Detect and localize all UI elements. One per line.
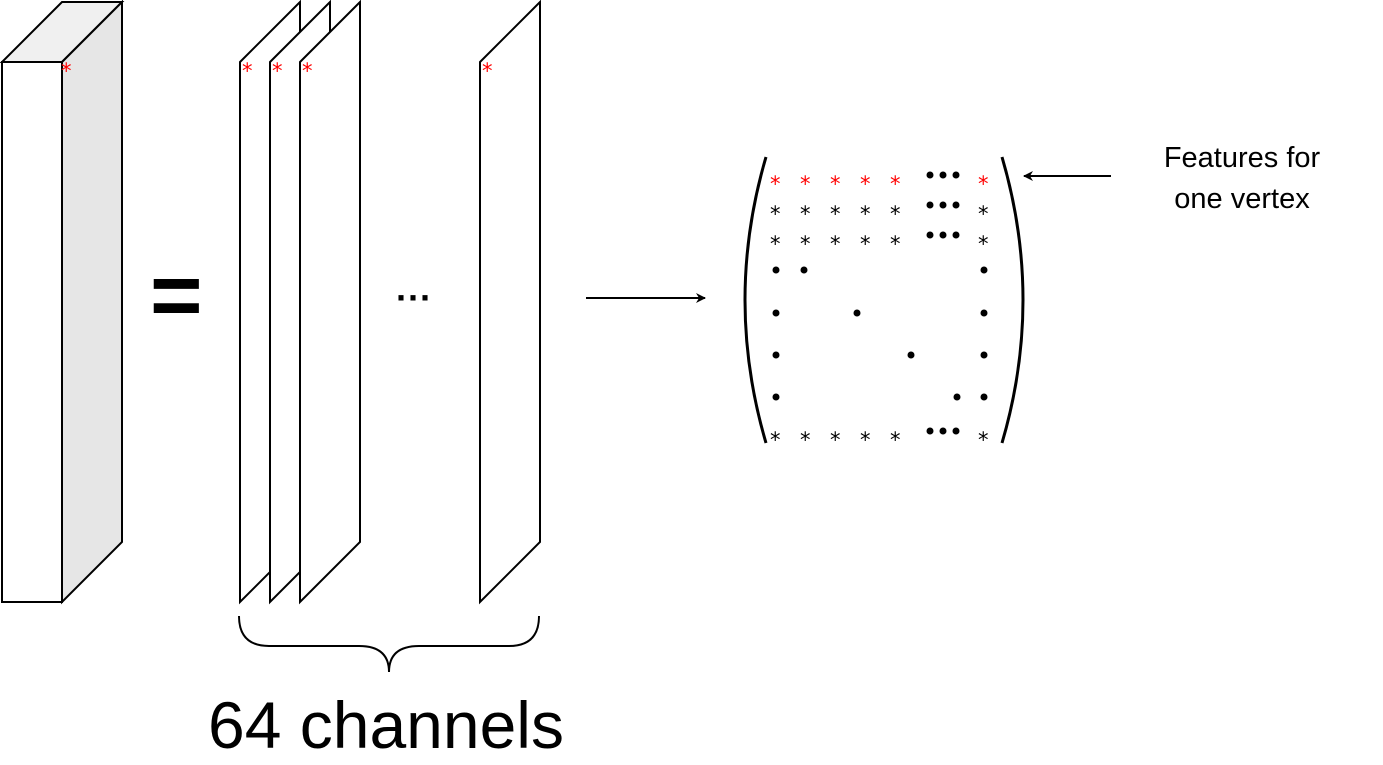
matrix-dot bbox=[926, 427, 934, 435]
matrix-star: * bbox=[830, 202, 841, 226]
channel-star: * bbox=[242, 59, 253, 83]
features-label-line1: Features for bbox=[1164, 142, 1321, 174]
matrix-star: * bbox=[978, 232, 989, 256]
matrix-dot bbox=[772, 351, 780, 359]
tensor-block: * bbox=[0, 0, 125, 605]
matrix-dot bbox=[853, 309, 861, 317]
matrix-star: * bbox=[890, 232, 901, 256]
matrix-dot bbox=[939, 171, 947, 179]
matrix-dot bbox=[926, 201, 934, 209]
matrix-star: * bbox=[978, 202, 989, 226]
matrix-star: * bbox=[830, 428, 841, 452]
channel-star: * bbox=[302, 59, 313, 83]
matrix-star: * bbox=[978, 428, 989, 452]
matrix-star: * bbox=[860, 232, 871, 256]
matrix-star: * bbox=[770, 202, 781, 226]
matrix-star: * bbox=[860, 202, 871, 226]
matrix-dot bbox=[980, 393, 988, 401]
matrix-dot bbox=[952, 201, 960, 209]
matrix-dot bbox=[980, 351, 988, 359]
matrix-star: * bbox=[800, 172, 811, 196]
matrix-dot bbox=[980, 266, 988, 274]
channel-slice-last: * bbox=[479, 0, 541, 605]
channel-ellipsis: ··· bbox=[396, 277, 432, 318]
channel-star: * bbox=[482, 59, 493, 83]
matrix-dot bbox=[772, 266, 780, 274]
matrix-dot bbox=[772, 393, 780, 401]
matrix-dot bbox=[926, 231, 934, 239]
channel-star: * bbox=[272, 59, 283, 83]
matrix-star: * bbox=[890, 202, 901, 226]
matrix-star: * bbox=[770, 232, 781, 256]
matrix-star: * bbox=[890, 428, 901, 452]
matrix-star: * bbox=[770, 172, 781, 196]
features-label-line2: one vertex bbox=[1174, 183, 1310, 215]
matrix-star: * bbox=[890, 172, 901, 196]
channel-slices: * * * ··· * bbox=[239, 0, 541, 605]
matrix-star: * bbox=[800, 232, 811, 256]
matrix-dot bbox=[926, 171, 934, 179]
tensor-block-front bbox=[1, 61, 63, 603]
matrix-dot bbox=[939, 231, 947, 239]
matrix-star: * bbox=[800, 202, 811, 226]
matrix-dot bbox=[939, 427, 947, 435]
channels-label: 64 channels bbox=[208, 688, 564, 762]
matrix-dot bbox=[980, 309, 988, 317]
equals-sign: = bbox=[150, 246, 203, 346]
feature-matrix: * * * * * * * * * * * * * * * * * * * * * * * * bbox=[770, 171, 989, 452]
matrix-dot bbox=[952, 171, 960, 179]
matrix-star: * bbox=[830, 232, 841, 256]
matrix-right-paren bbox=[1000, 156, 1025, 444]
matrix-star: * bbox=[800, 428, 811, 452]
matrix-star: * bbox=[770, 428, 781, 452]
channel-slice: * bbox=[299, 0, 361, 605]
channels-brace bbox=[238, 615, 540, 673]
matrix-dot bbox=[939, 201, 947, 209]
matrix-star: * bbox=[860, 172, 871, 196]
matrix-left-paren bbox=[743, 156, 768, 444]
matrix-star: * bbox=[830, 172, 841, 196]
matrix-dot bbox=[953, 393, 961, 401]
matrix-star: * bbox=[860, 428, 871, 452]
matrix-dot bbox=[907, 351, 915, 359]
tensor-corner-star: * bbox=[61, 59, 72, 83]
tensor-block-side bbox=[61, 0, 123, 605]
matrix-dot bbox=[800, 266, 808, 274]
matrix-dot bbox=[772, 309, 780, 317]
matrix-dot bbox=[952, 231, 960, 239]
matrix-star: * bbox=[978, 172, 989, 196]
matrix-dot bbox=[952, 427, 960, 435]
